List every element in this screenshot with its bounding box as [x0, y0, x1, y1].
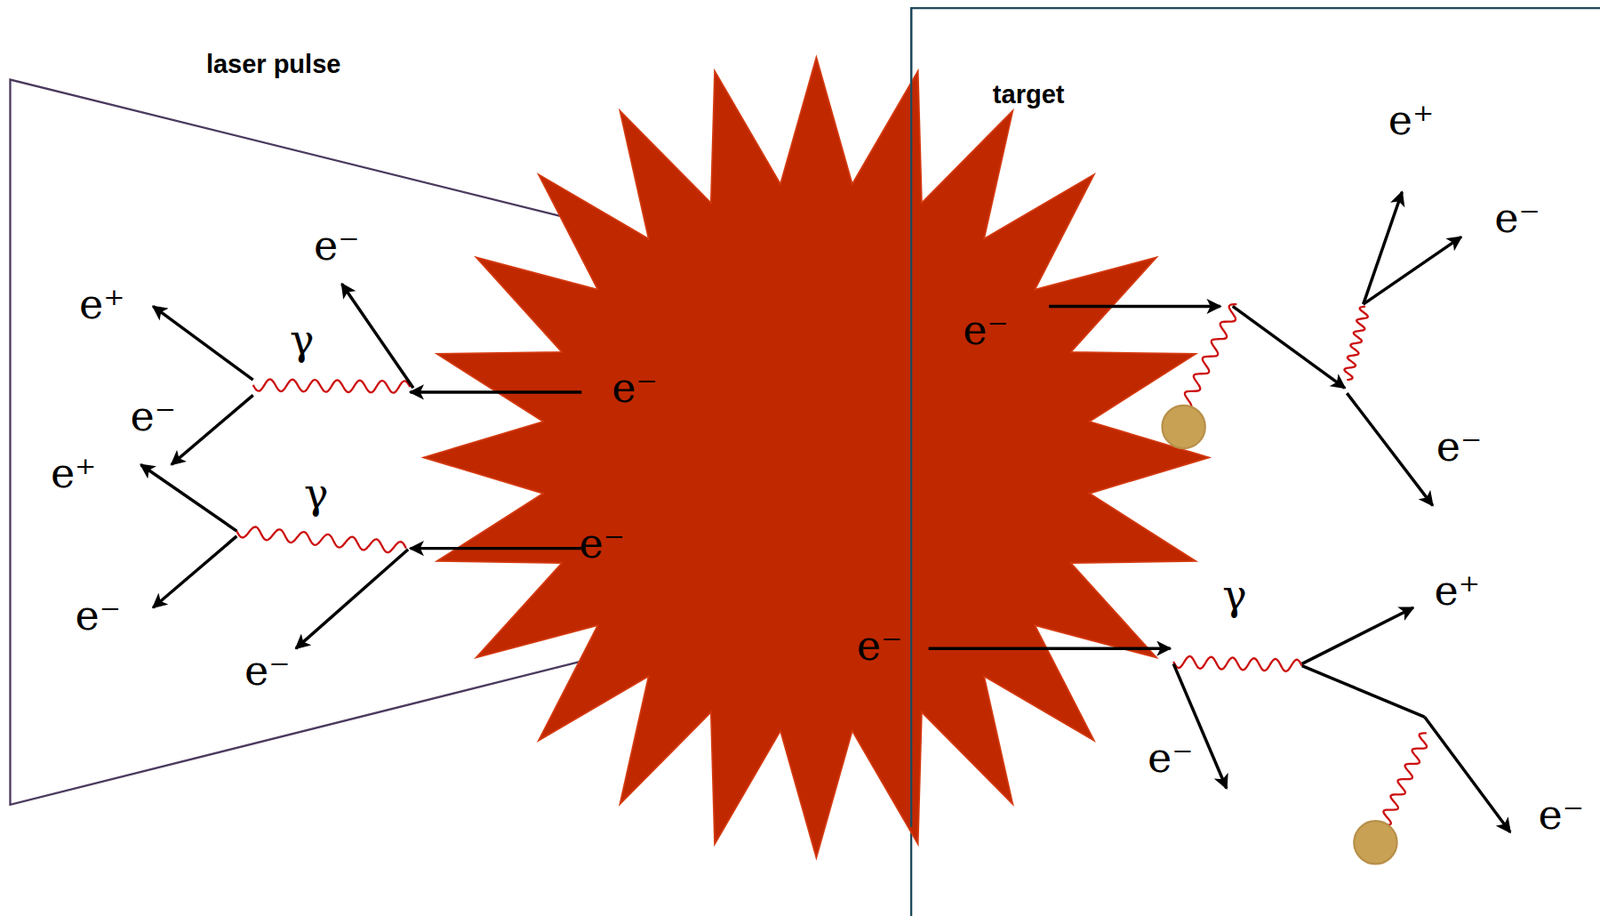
- particle-track: [1363, 192, 1403, 304]
- particle-track: [152, 305, 254, 380]
- particle-track: [140, 464, 237, 531]
- photon-wave: [1173, 656, 1303, 672]
- particle-track: [1424, 716, 1511, 832]
- nucleus: [1162, 405, 1206, 448]
- particle-track: [1232, 305, 1345, 388]
- photon-wave: [1383, 732, 1427, 824]
- particle-track: [1363, 236, 1462, 304]
- particle-label: e⁻: [1436, 425, 1483, 467]
- particle-label: e⁻: [1494, 197, 1541, 239]
- particle-label: e⁺: [79, 283, 126, 325]
- photon-wave: [253, 378, 411, 392]
- particle-label: e⁻: [313, 224, 360, 266]
- particle-label: e⁺: [50, 452, 97, 494]
- particle-label: e⁻: [129, 395, 176, 437]
- particle-label: e⁻: [856, 624, 904, 666]
- particle-label: γ: [1222, 574, 1248, 616]
- particle-label: e⁺: [1388, 99, 1435, 141]
- particle-label: γ: [289, 319, 315, 360]
- particle-track: [1346, 392, 1432, 505]
- particle-label: e⁻: [1147, 736, 1194, 778]
- photon-wave: [1344, 305, 1368, 380]
- region-label: laser pulse: [206, 51, 342, 78]
- particle-track: [1302, 607, 1414, 664]
- photon-lines: [236, 304, 1427, 825]
- particle-track: [928, 646, 1171, 649]
- particle-track: [296, 549, 408, 648]
- region-label: target: [992, 80, 1065, 107]
- explosion-starburst: [423, 56, 1209, 857]
- particle-tracks: [140, 192, 1511, 832]
- particle-label: e⁻: [611, 367, 658, 408]
- particle-label: e⁺: [1434, 569, 1481, 611]
- particle-track: [409, 390, 582, 393]
- photon-wave: [1184, 304, 1238, 408]
- particle-label: γ: [304, 472, 329, 514]
- particle-label: e⁻: [74, 594, 121, 636]
- particle-label: e⁻: [244, 649, 291, 691]
- nucleus: [1353, 820, 1397, 864]
- particle-track: [1302, 665, 1425, 717]
- particle-track: [152, 536, 237, 608]
- photon-wave: [236, 526, 407, 552]
- particle-track: [171, 394, 254, 464]
- particle-track: [1048, 304, 1221, 308]
- particle-track: [409, 546, 582, 550]
- particle-label: e⁻: [1538, 793, 1585, 835]
- particle-track: [342, 283, 414, 388]
- particle-label: e⁻: [579, 522, 626, 564]
- particle-label: e⁻: [962, 309, 1009, 351]
- target-edge: [910, 8, 912, 827]
